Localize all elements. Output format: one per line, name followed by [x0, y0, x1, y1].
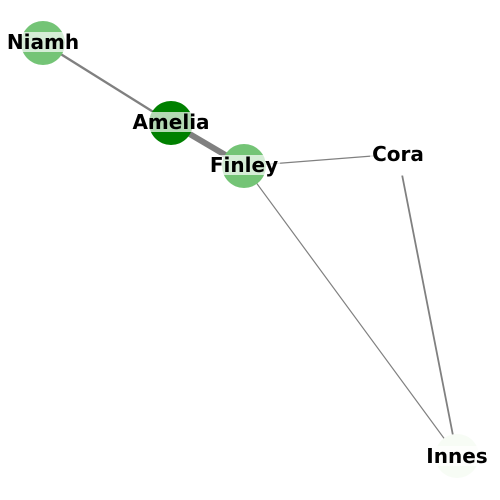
node-label-backdrop-finley: [207, 155, 281, 175]
node-label-backdrop-niamh: [4, 32, 82, 52]
node-label-amelia: Amelia: [132, 110, 209, 134]
node-label-cora: Cora: [372, 142, 424, 166]
node-label-backdrop-cora: [370, 144, 426, 164]
node-label-niamh: Niamh: [7, 30, 79, 54]
node-label-finley: Finley: [210, 153, 278, 177]
node-label-backdrop-innes: [424, 446, 490, 466]
edge-cora-innes: [397, 153, 458, 457]
node-label-backdrop-amelia: [130, 112, 212, 132]
edge-niamh-amelia: [41, 41, 173, 125]
edge-finley-innes: [243, 165, 458, 457]
node-label-innes: Innes: [426, 444, 487, 468]
